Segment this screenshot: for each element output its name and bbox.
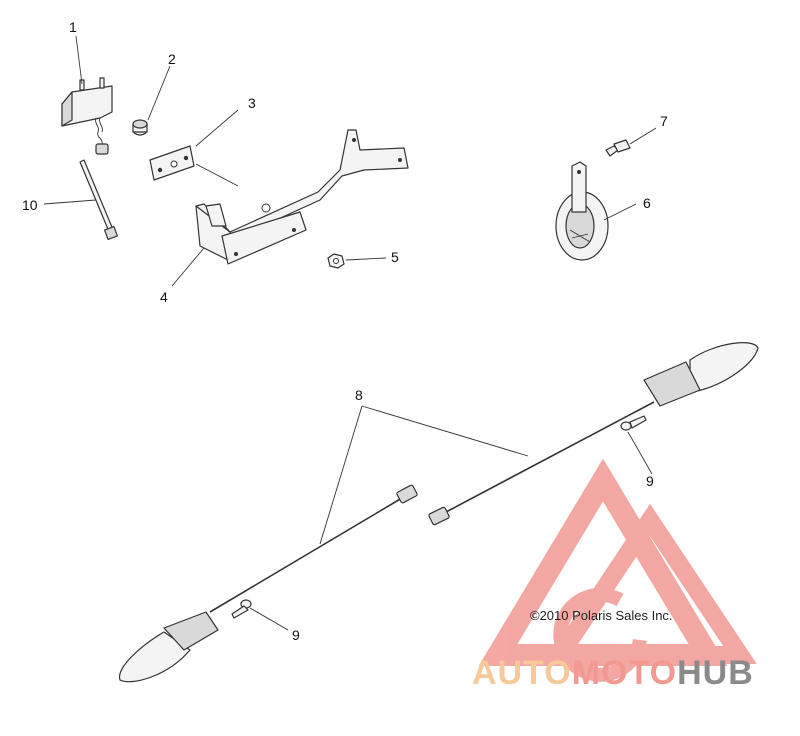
part-8-turn-signal-right [428, 342, 759, 526]
leader-5 [345, 257, 387, 261]
callout-3: 3 [248, 95, 256, 111]
callout-7: 7 [660, 113, 668, 129]
leader-3 [195, 109, 239, 147]
callout-6: 6 [643, 195, 651, 211]
part-9-screw-right [620, 415, 647, 431]
part-2-spacer [132, 119, 148, 136]
part-8-turn-signal-left [119, 484, 418, 683]
leader-9a [627, 431, 653, 475]
watermark-auto: AUTO [472, 654, 572, 692]
part-5-nut [327, 253, 345, 269]
leader-8a [319, 405, 363, 545]
callout-1: 1 [69, 19, 77, 35]
callout-4: 4 [160, 289, 168, 305]
copyright-text: ©2010 Polaris Sales Inc. [530, 608, 673, 623]
watermark-text: AUTOMOTOHUB [472, 654, 754, 693]
callout-9-left: 9 [292, 627, 300, 643]
leader-8b [361, 405, 529, 457]
leader-10 [43, 199, 97, 205]
watermark-hub: HUB [677, 654, 754, 692]
part-3-plate [149, 145, 195, 181]
leader-6 [603, 203, 637, 221]
part-4-bracket [195, 129, 409, 265]
part-7-bolt [605, 139, 631, 157]
leader-1 [75, 35, 83, 85]
callout-8: 8 [355, 387, 363, 403]
leader-3b [195, 163, 239, 187]
part-1-license-light [61, 77, 113, 155]
callout-9-right: 9 [646, 473, 654, 489]
part-9-screw-left [231, 599, 252, 619]
part-10-cable-tie [79, 159, 119, 241]
watermark-moto: MOTO [571, 654, 678, 692]
leader-2 [147, 65, 171, 121]
leader-9b [249, 607, 289, 631]
callout-10: 10 [22, 197, 38, 213]
part-6-horn [555, 161, 609, 261]
leader-4 [171, 247, 205, 287]
watermark-logo [478, 458, 757, 682]
callout-2: 2 [168, 51, 176, 67]
callout-5: 5 [391, 249, 399, 265]
leader-7 [629, 127, 657, 145]
